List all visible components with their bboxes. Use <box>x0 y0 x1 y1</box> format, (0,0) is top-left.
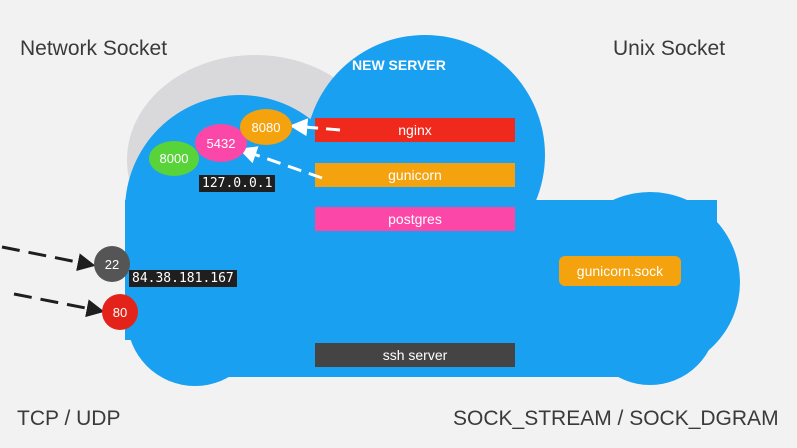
port-8000-bubble: 8000 <box>149 141 199 176</box>
port-8080-bubble: 8080 <box>240 109 292 145</box>
arrow-to-port-80 <box>13 292 105 318</box>
gunicorn-sock-box: gunicorn.sock <box>559 256 681 286</box>
gunicorn-bar: gunicorn <box>315 163 515 187</box>
unix-socket-label: Unix Socket <box>613 37 726 60</box>
tcp-udp-label: TCP / UDP <box>17 407 121 430</box>
port-22-bubble: 22 <box>94 246 130 282</box>
sock-types-label: SOCK_STREAM / SOCK_DGRAM <box>453 407 779 430</box>
arrow-nginx-to-8080 <box>289 118 341 137</box>
public-address-label: 84.38.181.167 <box>129 270 237 287</box>
arrow-to-port-22 <box>1 245 96 272</box>
port-80-bubble: 80 <box>102 294 138 330</box>
nginx-bar: nginx <box>315 118 515 142</box>
postgres-bar: postgres <box>315 207 515 231</box>
network-socket-label: Network Socket <box>20 37 168 60</box>
ssh-server-bar: ssh server <box>315 343 515 367</box>
port-5432-bubble: 5432 <box>195 124 247 162</box>
loopback-address-label: 127.0.0.1 <box>199 175 276 192</box>
arrow-gunicorn-to-5432 <box>238 146 323 180</box>
server-title: NEW SERVER <box>352 57 446 73</box>
